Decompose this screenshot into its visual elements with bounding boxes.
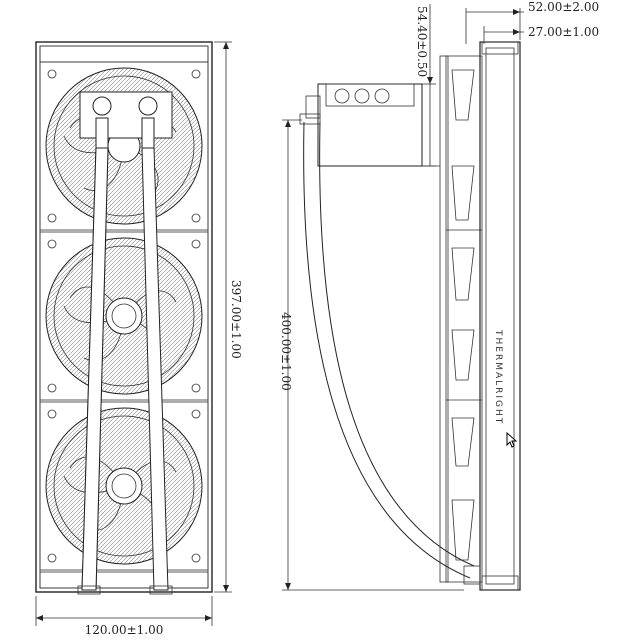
pump-block-front: [79, 91, 173, 149]
front-view: 120.00±1.00 397.00±1.00: [35, 41, 243, 637]
width-dimension: 120.00±1.00: [35, 596, 213, 637]
pump-height-dimension: 54.40±0.50: [415, 4, 436, 167]
fan-bottom: [39, 401, 209, 571]
mouse-cursor-icon: [506, 432, 518, 448]
length-dimension-label: 397.00±1.00: [229, 280, 243, 359]
total-thickness-label: 52.00±2.00: [528, 0, 599, 14]
radiator-thickness-label: 27.00±1.00: [528, 25, 599, 39]
tube-dimension-label: 400.00±1.00: [279, 312, 293, 391]
pump-height-label: 54.40±0.50: [415, 6, 429, 77]
tubes-front: [77, 147, 173, 595]
fan-blade-profiles: [446, 69, 482, 561]
fan-top: [39, 61, 209, 231]
tube-side: [303, 121, 481, 585]
width-dimension-label: 120.00±1.00: [85, 623, 164, 637]
fan-middle: [39, 231, 209, 401]
thickness-dimension: 52.00±2.00 27.00±1.00: [465, 0, 599, 44]
pump-block-side: [299, 83, 440, 167]
tube-dimension: 400.00±1.00: [279, 119, 464, 591]
length-dimension: 397.00±1.00: [214, 41, 243, 593]
side-view: THERMALRIGHT 400.00±1.00: [279, 0, 599, 591]
brand-label: THERMALRIGHT: [493, 329, 503, 425]
